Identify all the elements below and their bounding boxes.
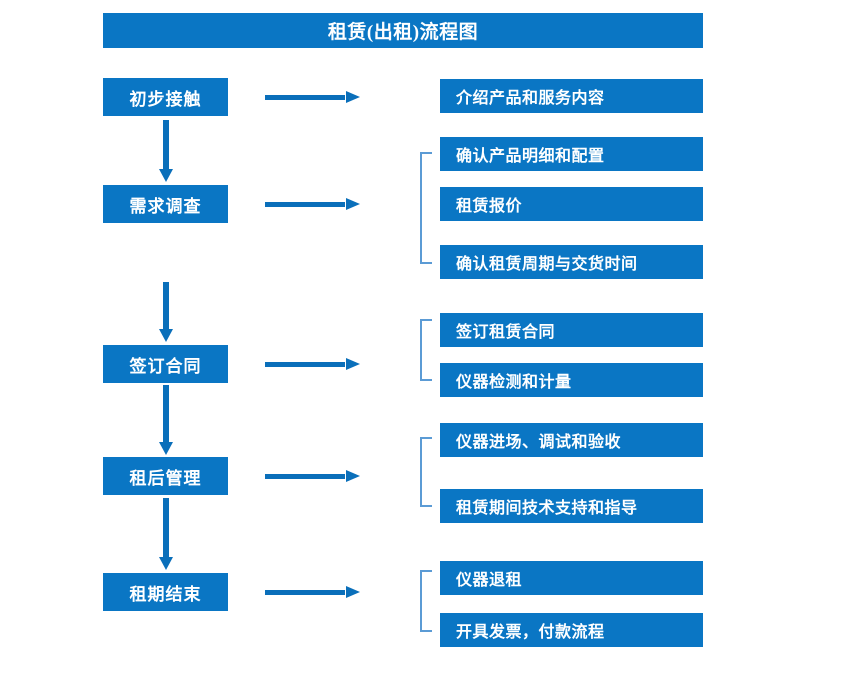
arrow-shaft xyxy=(265,95,345,100)
detail-box-1[interactable]: 介绍产品和服务内容 xyxy=(440,79,703,113)
detail-box-3[interactable]: 租赁报价 xyxy=(440,187,703,221)
arrow-shaft xyxy=(265,590,345,595)
arrow-head xyxy=(159,169,173,182)
detail-box-4[interactable]: 确认租赁周期与交货时间 xyxy=(440,245,703,279)
group-bracket-1 xyxy=(420,152,432,264)
group-bracket-2 xyxy=(420,319,432,381)
stage-box-2[interactable]: 需求调查 xyxy=(103,185,228,223)
arrow-shaft xyxy=(265,362,345,367)
arrow-head xyxy=(159,442,173,455)
stage-box-4[interactable]: 租后管理 xyxy=(103,457,228,495)
detail-box-7[interactable]: 仪器进场、调试和验收 xyxy=(440,423,703,457)
arrow-down-icon-2 xyxy=(159,282,173,342)
arrow-shaft xyxy=(265,474,345,479)
detail-box-2[interactable]: 确认产品明细和配置 xyxy=(440,137,703,171)
arrow-down-icon-3 xyxy=(159,385,173,455)
detail-box-5[interactable]: 签订租赁合同 xyxy=(440,313,703,347)
group-bracket-4 xyxy=(420,570,432,632)
arrow-head xyxy=(159,557,173,570)
arrow-head xyxy=(159,329,173,342)
arrow-down-icon-1 xyxy=(159,120,173,182)
arrow-head xyxy=(346,470,360,482)
arrow-right-icon-2 xyxy=(265,198,360,210)
arrow-shaft xyxy=(163,282,169,330)
group-bracket-3 xyxy=(420,437,432,507)
arrow-shaft xyxy=(163,120,169,170)
arrow-head xyxy=(346,358,360,370)
stage-box-5[interactable]: 租期结束 xyxy=(103,573,228,611)
detail-box-10[interactable]: 开具发票，付款流程 xyxy=(440,613,703,647)
stage-box-1[interactable]: 初步接触 xyxy=(103,78,228,116)
stage-box-3[interactable]: 签订合同 xyxy=(103,345,228,383)
arrow-head xyxy=(346,198,360,210)
arrow-shaft xyxy=(265,202,345,207)
detail-box-9[interactable]: 仪器退租 xyxy=(440,561,703,595)
arrow-head xyxy=(346,91,360,103)
detail-box-6[interactable]: 仪器检测和计量 xyxy=(440,363,703,397)
arrow-right-icon-1 xyxy=(265,91,360,103)
arrow-shaft xyxy=(163,498,169,558)
arrow-shaft xyxy=(163,385,169,443)
arrow-right-icon-3 xyxy=(265,358,360,370)
arrow-right-icon-5 xyxy=(265,586,360,598)
arrow-right-icon-4 xyxy=(265,470,360,482)
arrow-down-icon-4 xyxy=(159,498,173,570)
page-title: 租赁(出租)流程图 xyxy=(103,13,703,48)
arrow-head xyxy=(346,586,360,598)
detail-box-8[interactable]: 租赁期间技术支持和指导 xyxy=(440,489,703,523)
